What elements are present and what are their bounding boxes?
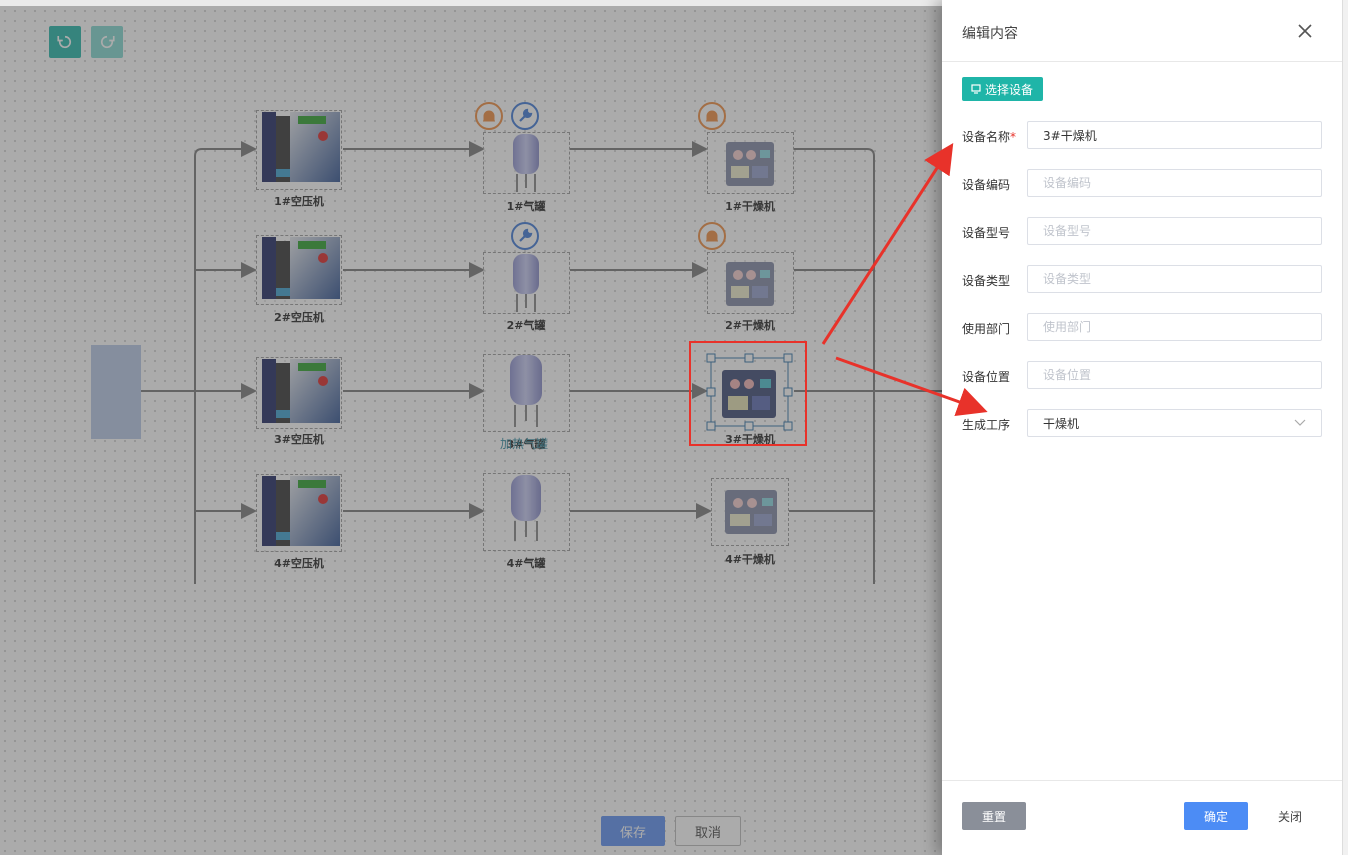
edit-drawer: 编辑内容 选择设备 设备名称* 设备编码 设备型号 设备类型 使用部门 设备位置… xyxy=(942,0,1342,855)
reset-button[interactable]: 重置 xyxy=(962,802,1026,830)
alarm-icon xyxy=(706,230,718,242)
modal-mask[interactable] xyxy=(0,6,942,855)
tank-node-1[interactable] xyxy=(483,132,570,194)
device-type-input[interactable] xyxy=(1027,265,1322,293)
compressor-icon xyxy=(262,476,340,546)
dryer-node-4[interactable] xyxy=(711,478,789,546)
maintenance-badge[interactable] xyxy=(511,102,539,130)
drawer-footer: 重置 确定 关闭 xyxy=(942,780,1342,855)
wrench-icon xyxy=(519,228,533,242)
tank-icon xyxy=(513,254,539,312)
tank-node-3[interactable] xyxy=(483,354,570,432)
field-label: 设备名称* xyxy=(962,130,1017,144)
field-device-code: 设备编码 xyxy=(962,169,1322,197)
wrench-icon xyxy=(519,108,533,122)
dryer-icon xyxy=(726,142,774,186)
undo-icon xyxy=(57,35,72,49)
tank-icon xyxy=(511,475,541,541)
tank-icon xyxy=(513,134,539,192)
dryer-node-2[interactable] xyxy=(707,252,794,314)
device-code-input[interactable] xyxy=(1027,169,1322,197)
tank-label-4: 4#气罐 xyxy=(506,557,546,570)
select-device-label: 选择设备 xyxy=(985,82,1034,97)
compressor-icon xyxy=(262,237,340,299)
confirm-button[interactable]: 确定 xyxy=(1184,802,1248,830)
compressor-icon xyxy=(262,112,340,182)
undo-button[interactable] xyxy=(49,26,81,58)
dryer-icon xyxy=(726,262,774,306)
equipment-graphics xyxy=(262,112,777,546)
flow-canvas[interactable]: 1#空压机 2#空压机 3#空压机 4#空压机 1#气罐 2#气罐 3#气罐 4… xyxy=(0,0,942,855)
field-label: 设备类型 xyxy=(962,274,1011,288)
inlet-source-block[interactable] xyxy=(91,345,141,439)
field-label: 设备型号 xyxy=(962,226,1011,240)
alarm-badge[interactable] xyxy=(698,102,726,130)
close-icon[interactable] xyxy=(1296,22,1314,40)
page-scrollbar[interactable] xyxy=(1342,0,1348,855)
tank-node-2[interactable] xyxy=(483,252,570,314)
maintenance-badge[interactable] xyxy=(511,222,539,250)
alarm-badge[interactable] xyxy=(475,102,503,130)
selection-handles[interactable] xyxy=(0,6,942,855)
heated-tank-overlay-text: 加热气罐 xyxy=(500,437,549,451)
alarm-icon xyxy=(706,110,718,122)
process-select[interactable]: 干燥机 xyxy=(1027,409,1322,437)
monitor-icon xyxy=(971,84,981,94)
selected-node-highlight xyxy=(689,341,807,446)
dryer-icon xyxy=(725,490,777,534)
save-button[interactable]: 保存 xyxy=(601,816,665,846)
field-label: 生成工序 xyxy=(962,418,1011,432)
field-process: 生成工序 干燥机 xyxy=(962,409,1322,437)
tank-icon xyxy=(510,355,542,427)
select-device-button[interactable]: 选择设备 xyxy=(962,77,1044,101)
drawer-header: 编辑内容 xyxy=(942,0,1342,62)
chevron-down-icon xyxy=(1294,419,1306,426)
alarm-icon xyxy=(483,110,495,122)
field-device-type: 设备类型 xyxy=(962,265,1322,293)
device-name-input[interactable] xyxy=(1027,121,1322,149)
field-label: 设备编码 xyxy=(962,178,1011,192)
compressor-label-3: 3#空压机 xyxy=(274,433,324,446)
dryer-node-1[interactable] xyxy=(707,132,794,194)
field-label: 使用部门 xyxy=(962,322,1011,336)
field-device-name: 设备名称* xyxy=(962,121,1322,149)
compressor-label-2: 2#空压机 xyxy=(274,311,324,324)
field-location: 设备位置 xyxy=(962,361,1322,389)
dryer-icon xyxy=(722,370,776,418)
compressor-label-4: 4#空压机 xyxy=(274,557,324,570)
location-input[interactable] xyxy=(1027,361,1322,389)
department-input[interactable] xyxy=(1027,313,1322,341)
tank-label-2: 2#气罐 xyxy=(506,319,546,332)
alarm-badge[interactable] xyxy=(698,222,726,250)
field-department: 使用部门 xyxy=(962,313,1322,341)
cancel-button[interactable]: 取消 xyxy=(675,816,741,846)
redo-icon xyxy=(100,35,115,49)
field-label: 设备位置 xyxy=(962,370,1011,384)
compressor-label-1: 1#空压机 xyxy=(274,195,324,208)
tank-node-4[interactable] xyxy=(483,473,570,551)
dryer-label-2: 2#干燥机 xyxy=(725,319,775,332)
dryer-label-3: 3#干燥机 xyxy=(725,433,775,446)
tank-label-1: 1#气罐 xyxy=(506,200,546,213)
tank-label-3: 3#气罐 xyxy=(506,438,546,451)
close-button[interactable]: 关闭 xyxy=(1277,809,1302,824)
drawer-title: 编辑内容 xyxy=(962,26,1018,42)
process-select-value: 干燥机 xyxy=(1043,416,1080,431)
compressor-icon xyxy=(262,359,340,423)
dryer-label-1: 1#干燥机 xyxy=(725,200,775,213)
field-device-model: 设备型号 xyxy=(962,217,1322,245)
dryer-label-4: 4#干燥机 xyxy=(725,553,775,566)
redo-button[interactable] xyxy=(91,26,123,58)
device-model-input[interactable] xyxy=(1027,217,1322,245)
